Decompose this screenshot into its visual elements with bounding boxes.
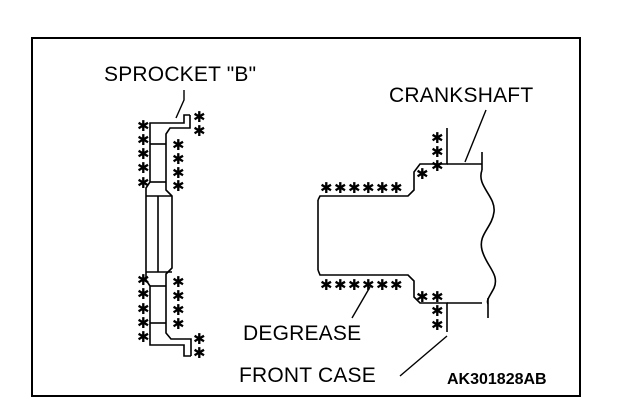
degrease-mark: ✱ bbox=[431, 143, 444, 161]
degrease-mark: ✱ bbox=[431, 157, 444, 175]
degrease-mark: ✱ bbox=[172, 150, 185, 168]
sprocket-b-inner-profile bbox=[145, 114, 191, 357]
degrease-mark: ✱ bbox=[362, 276, 375, 294]
degrease-mark: ✱ bbox=[172, 301, 185, 319]
degrease-mark: ✱ bbox=[362, 179, 375, 197]
degrease-mark: ✱ bbox=[431, 129, 444, 147]
degrease-mark: ✱ bbox=[431, 316, 444, 334]
degrease-mark: ✱ bbox=[172, 136, 185, 154]
degrease-mark: ✱ bbox=[193, 122, 206, 140]
degrease-mark: ✱ bbox=[137, 328, 150, 346]
sprocket-b-label: SPROCKET "B" bbox=[104, 63, 257, 86]
degrease-mark: ✱ bbox=[193, 108, 206, 126]
degrease-mark: ✱ bbox=[390, 276, 403, 294]
degrease-mark: ✱ bbox=[390, 179, 403, 197]
degrease-mark: ✱ bbox=[416, 288, 429, 306]
degrease-mark: ✱ bbox=[348, 179, 361, 197]
degrease-mark: ✱ bbox=[172, 287, 185, 305]
degrease-mark: ✱ bbox=[137, 131, 150, 149]
degrease-mark: ✱ bbox=[431, 302, 444, 320]
front-case-degrease-marks: ✱ ✱ ✱ ✱ ✱ ✱ ✱ ✱ ✱ ✱ ✱ ✱ ✱ ✱ ✱ ✱ ✱ ✱ ✱ ✱ bbox=[320, 129, 444, 334]
figure-code: AK301828AB bbox=[447, 371, 547, 388]
sprocket-b-section bbox=[145, 114, 192, 357]
crankshaft-leader bbox=[464, 109, 487, 163]
degrease-mark: ✱ bbox=[137, 285, 150, 303]
degrease-leader bbox=[351, 286, 371, 319]
degrease-mark: ✱ bbox=[137, 271, 150, 289]
degrease-mark: ✱ bbox=[348, 276, 361, 294]
figure-border bbox=[31, 37, 581, 397]
degrease-mark: ✱ bbox=[172, 164, 185, 182]
degrease-mark: ✱ bbox=[376, 179, 389, 197]
crankshaft-break-line bbox=[480, 169, 497, 305]
front-case-section bbox=[317, 128, 448, 332]
front-case-leader bbox=[399, 335, 448, 377]
front-case-label: FRONT CASE bbox=[239, 364, 376, 387]
sprocket-b-outline bbox=[165, 115, 192, 356]
degrease-mark: ✱ bbox=[416, 165, 429, 183]
sprocket-b-leader bbox=[175, 90, 185, 119]
degrease-mark: ✱ bbox=[320, 179, 333, 197]
degrease-mark: ✱ bbox=[137, 159, 150, 177]
degrease-mark: ✱ bbox=[193, 344, 206, 362]
front-case-upper-profile bbox=[317, 128, 448, 201]
degrease-mark: ✱ bbox=[137, 174, 150, 192]
degrease-mark: ✱ bbox=[334, 276, 347, 294]
degrease-mark: ✱ bbox=[137, 314, 150, 332]
sprocket-degrease-marks: ✱ ✱ ✱ ✱ ✱ ✱ ✱ ✱ ✱ ✱ ✱ ✱ ✱ ✱ ✱ ✱ ✱ ✱ ✱ ✱ … bbox=[137, 108, 206, 362]
degrease-mark: ✱ bbox=[172, 273, 185, 291]
degrease-mark: ✱ bbox=[137, 145, 150, 163]
degrease-mark: ✱ bbox=[172, 177, 185, 195]
degrease-label: DEGREASE bbox=[243, 322, 362, 345]
degrease-mark: ✱ bbox=[334, 179, 347, 197]
degrease-mark: ✱ bbox=[376, 276, 389, 294]
degrease-mark: ✱ bbox=[137, 117, 150, 135]
crankshaft-section bbox=[447, 152, 497, 318]
crankshaft-label: CRANKSHAFT bbox=[389, 84, 534, 107]
degrease-mark: ✱ bbox=[431, 288, 444, 306]
degrease-mark: ✱ bbox=[172, 315, 185, 333]
degrease-mark: ✱ bbox=[320, 276, 333, 294]
degrease-mark: ✱ bbox=[137, 300, 150, 318]
front-case-lower-profile bbox=[317, 269, 448, 332]
degrease-mark: ✱ bbox=[193, 330, 206, 348]
